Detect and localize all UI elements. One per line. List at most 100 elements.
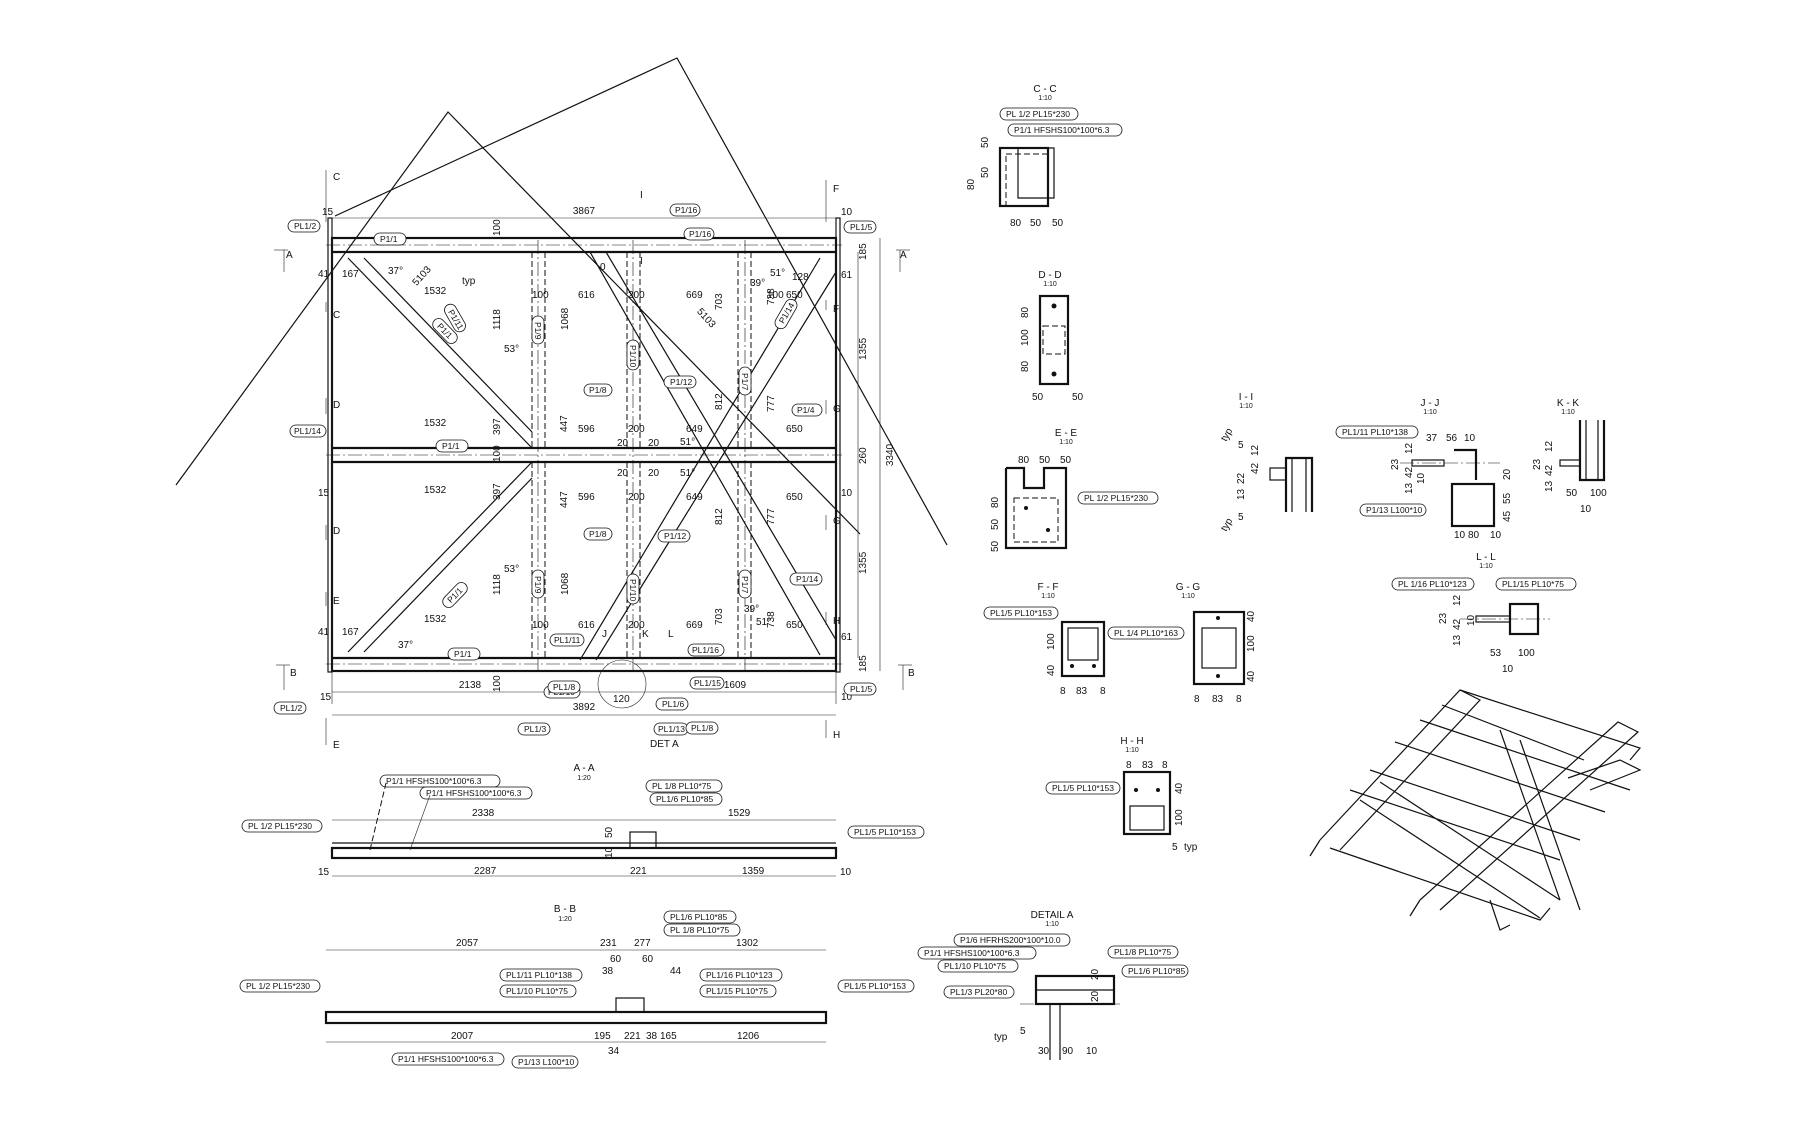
gg-dim-5: 8 <box>1236 694 1242 705</box>
ll-dim-3: 23 <box>1438 612 1449 624</box>
section-mark-g-top: G <box>833 404 841 415</box>
dim-diagonal: 5103 <box>411 264 434 288</box>
dim-m-16: 616 <box>578 620 595 631</box>
ii-dim-0: 12 <box>1250 444 1261 456</box>
ee-dim-3: 80 <box>990 496 1001 508</box>
hh-dim-5: 5 <box>1172 842 1178 853</box>
section-hh: H - H 1:10 PL1/5 PL10*153 8 83 8 40 100 … <box>1045 736 1198 853</box>
dim-l-2: 167 <box>342 269 359 280</box>
ll-dim-2: 13 <box>1452 634 1463 646</box>
section-mark-j: J <box>602 629 607 640</box>
outline-frame-2 <box>334 57 948 546</box>
svg-text:P1/1 HFSHS100*100*6.3: P1/1 HFSHS100*100*6.3 <box>924 948 1020 958</box>
dim-m-10: 650 <box>786 424 803 435</box>
svg-text:P1/9: P1/9 <box>533 576 543 594</box>
dim-r-4: 260 <box>858 447 869 464</box>
dim-m-25: 0 <box>600 262 606 273</box>
section-mark-l: L <box>668 629 674 640</box>
dim-m-11: 596 <box>578 492 595 503</box>
ii-dim-6: 5 <box>1238 512 1244 523</box>
tag-p1-4: P1/4 <box>791 403 823 417</box>
plan-view: 3867 3892 2138 1609 3340 5103 5103 15 41… <box>175 57 948 751</box>
svg-text:PL1/5 PL10*153: PL1/5 PL10*153 <box>990 608 1052 618</box>
jj-tag-0: PL1/11 PL10*138 <box>1335 425 1419 439</box>
gg-dim-4: 83 <box>1212 694 1224 705</box>
section-mark-k: K <box>642 629 649 640</box>
ll-title: L - L <box>1476 552 1496 563</box>
jj-dim-0: 37 <box>1426 433 1438 444</box>
dd-dim-3: 50 <box>1032 392 1044 403</box>
svg-text:PL1/8: PL1/8 <box>691 723 713 733</box>
bb-dim-0: 2057 <box>456 938 479 949</box>
section-mark-e-bot: E <box>333 740 340 751</box>
bb-tag-7: PL1/5 PL10*153 <box>837 979 915 993</box>
bb-dim-6: 38 <box>602 966 614 977</box>
deta-dim-2: 10 <box>1086 1046 1098 1057</box>
ee-dim-0: 80 <box>1018 455 1030 466</box>
svg-text:PL1/8 PL10*75: PL1/8 PL10*75 <box>1114 947 1171 957</box>
svg-text:P1/4: P1/4 <box>797 405 815 415</box>
dd-dim-0: 80 <box>1020 306 1031 318</box>
tag-p1-16-top: P1/16 <box>669 203 701 217</box>
tag-p1-12-top: P1/12 <box>663 375 697 389</box>
dim-v-4: 100 <box>492 445 503 462</box>
jj-dim-9: 55 <box>1502 492 1513 504</box>
cc-title: C - C <box>1033 84 1056 95</box>
bb-scale: 1:20 <box>558 916 572 923</box>
tag-pl1-8-plan-a: PL1/8 <box>547 680 581 694</box>
jj-dim-2: 10 <box>1464 433 1476 444</box>
svg-text:P1/10: P1/10 <box>628 579 638 601</box>
ee-scale: 1:10 <box>1059 439 1073 446</box>
angle-2: 51° <box>680 437 695 448</box>
ll-dim-6: 100 <box>1518 648 1535 659</box>
dd-dim-1: 100 <box>1020 329 1031 346</box>
gg-title: G - G <box>1176 582 1201 593</box>
svg-text:P1/12: P1/12 <box>664 531 686 541</box>
tag-pl1-14: PL1/14 <box>289 424 327 438</box>
dim-v-12: 812 <box>714 508 725 525</box>
kk-scale: 1:10 <box>1561 409 1575 416</box>
svg-text:PL1/6 PL10*85: PL1/6 PL10*85 <box>670 912 727 922</box>
svg-text:PL1/5: PL1/5 <box>850 684 872 694</box>
svg-text:PL1/8: PL1/8 <box>553 682 575 692</box>
dim-r-3: 1355 <box>858 337 869 360</box>
section-mark-b-right: B <box>908 668 915 679</box>
dim-l-0: 15 <box>322 207 334 218</box>
hh-title: H - H <box>1120 736 1143 747</box>
svg-text:PL1/3 PL20*80: PL1/3 PL20*80 <box>950 987 1007 997</box>
dim-m-19: 650 <box>786 620 803 631</box>
ee-dim-2: 50 <box>1060 455 1072 466</box>
aa-dim-0: 2338 <box>472 808 495 819</box>
dim-v-1: 1118 <box>492 309 503 330</box>
bb-dim-9: 195 <box>594 1031 611 1042</box>
hh-scale: 1:10 <box>1125 747 1139 754</box>
tag-pl1-3: PL1/3 <box>517 722 551 736</box>
jj-dim-12: 80 <box>1468 530 1480 541</box>
dim-m-3: 669 <box>686 290 703 301</box>
svg-text:P1/1: P1/1 <box>454 649 472 659</box>
hh-dim-0: 8 <box>1126 760 1132 771</box>
dim-overall-top: 3867 <box>573 206 596 217</box>
ii-title: I - I <box>1239 392 1253 403</box>
ll-dim-4: 10 <box>1466 614 1477 626</box>
dim-m-8: 200 <box>628 424 645 435</box>
svg-text:PL1/11 PL10*138: PL1/11 PL10*138 <box>506 970 572 980</box>
deta-dim-0: 30 <box>1038 1046 1050 1057</box>
svg-text:PL1/5: PL1/5 <box>850 222 872 232</box>
dim-v-9: 447 <box>559 415 570 432</box>
bb-dim-12: 165 <box>660 1031 677 1042</box>
cc-dim-1: 50 <box>980 166 991 178</box>
tag-pl1-16: PL1/16 <box>687 643 725 657</box>
section-ee: E - E 1:10 PL 1/2 PL15*230 80 50 50 80 5… <box>990 428 1159 552</box>
svg-text:PL1/3: PL1/3 <box>524 724 546 734</box>
dim-v-18: 738 <box>766 611 777 628</box>
dim-v-11: 812 <box>714 393 725 410</box>
cc-dim-2: 80 <box>966 178 977 190</box>
svg-text:P1/6 HFRHS200*100*10.0: P1/6 HFRHS200*100*10.0 <box>960 935 1061 945</box>
tag-p1-9-top: P1/9 <box>531 315 545 345</box>
ii-dim-3: 13 <box>1236 488 1247 500</box>
kk-title: K - K <box>1557 398 1580 409</box>
jj-dim-10: 45 <box>1502 510 1513 522</box>
bb-tag-8: P1/1 HFSHS100*100*6.3 <box>391 1052 505 1066</box>
ii-dim-4: typ <box>1219 426 1235 443</box>
